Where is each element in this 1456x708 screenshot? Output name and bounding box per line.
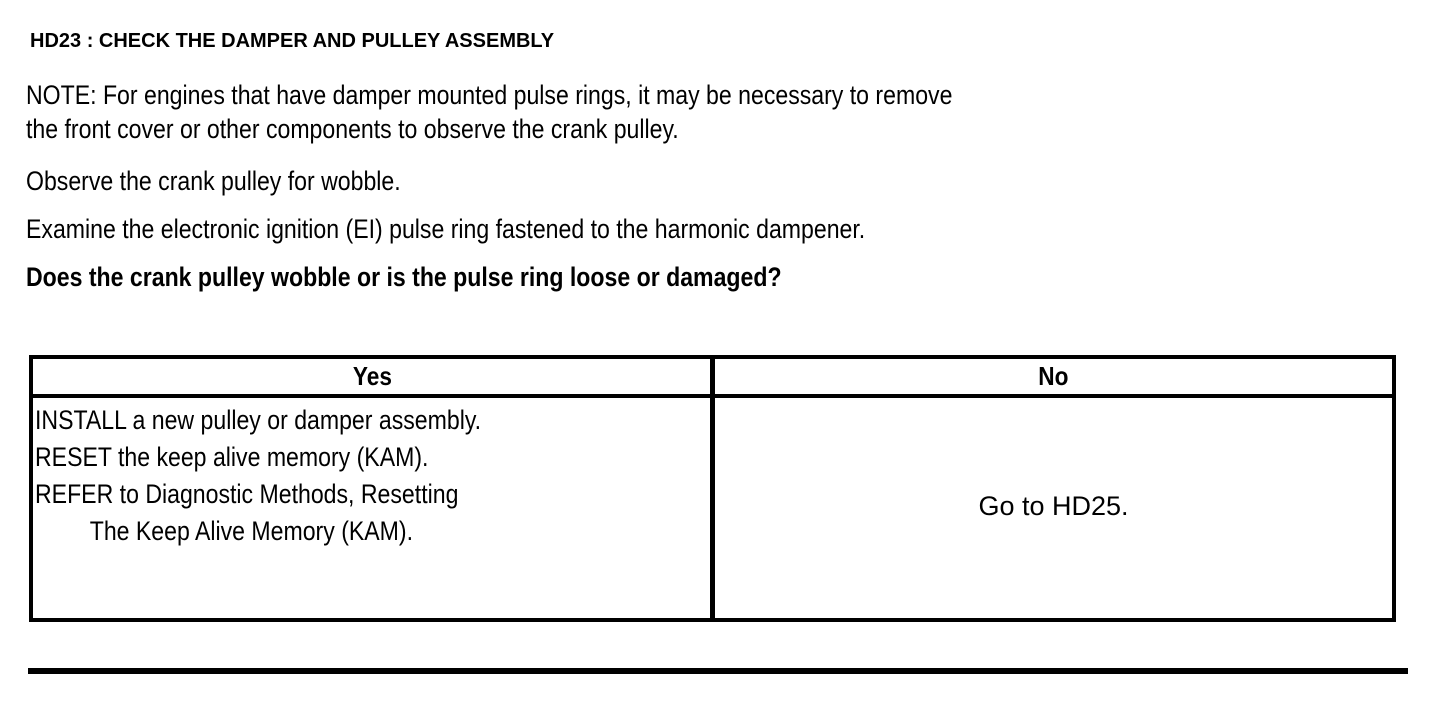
table-cell-yes: INSTALL a new pulley or damper assembly.… xyxy=(33,398,712,622)
table-header-no: No xyxy=(715,359,1392,394)
yes-action-refer: REFER to Diagnostic Methods, Resetting xyxy=(35,479,459,509)
instruction-examine: Examine the electronic ignition (EI) pul… xyxy=(26,212,1008,246)
yes-action-install: INSTALL a new pulley or damper assembly. xyxy=(35,405,482,435)
table-column-divider xyxy=(710,359,715,618)
yes-action-refer-cont: The Keep Alive Memory (KAM). xyxy=(89,516,414,546)
decision-table: Yes No INSTALL a new pulley or damper as… xyxy=(29,355,1396,622)
table-header-yes: Yes xyxy=(33,359,712,394)
instruction-examine-text: Examine the electronic ignition (EI) pul… xyxy=(26,214,866,244)
note-line-2: the front cover or other components to o… xyxy=(26,114,679,144)
table-cell-no: Go to HD25. xyxy=(715,398,1392,622)
footer-rule xyxy=(28,668,1408,674)
no-action-goto: Go to HD25. xyxy=(978,491,1129,521)
instruction-observe: Observe the crank pulley for wobble. xyxy=(26,164,464,198)
table-body-row: INSTALL a new pulley or damper assembly.… xyxy=(33,398,1392,622)
yes-action-reset: RESET the keep alive memory (KAM). xyxy=(35,442,429,472)
table-header-yes-label: Yes xyxy=(352,361,392,391)
note-line-1: NOTE: For engines that have damper mount… xyxy=(26,80,953,110)
note-paragraph: NOTE: For engines that have damper mount… xyxy=(26,78,1110,146)
table-header-no-label: No xyxy=(1038,361,1069,391)
decision-question: Does the crank pulley wobble or is the p… xyxy=(26,260,910,294)
page-title: HD23 : CHECK THE DAMPER AND PULLEY ASSEM… xyxy=(30,30,555,52)
decision-question-text: Does the crank pulley wobble or is the p… xyxy=(26,262,782,292)
instruction-observe-text: Observe the crank pulley for wobble. xyxy=(26,166,401,196)
